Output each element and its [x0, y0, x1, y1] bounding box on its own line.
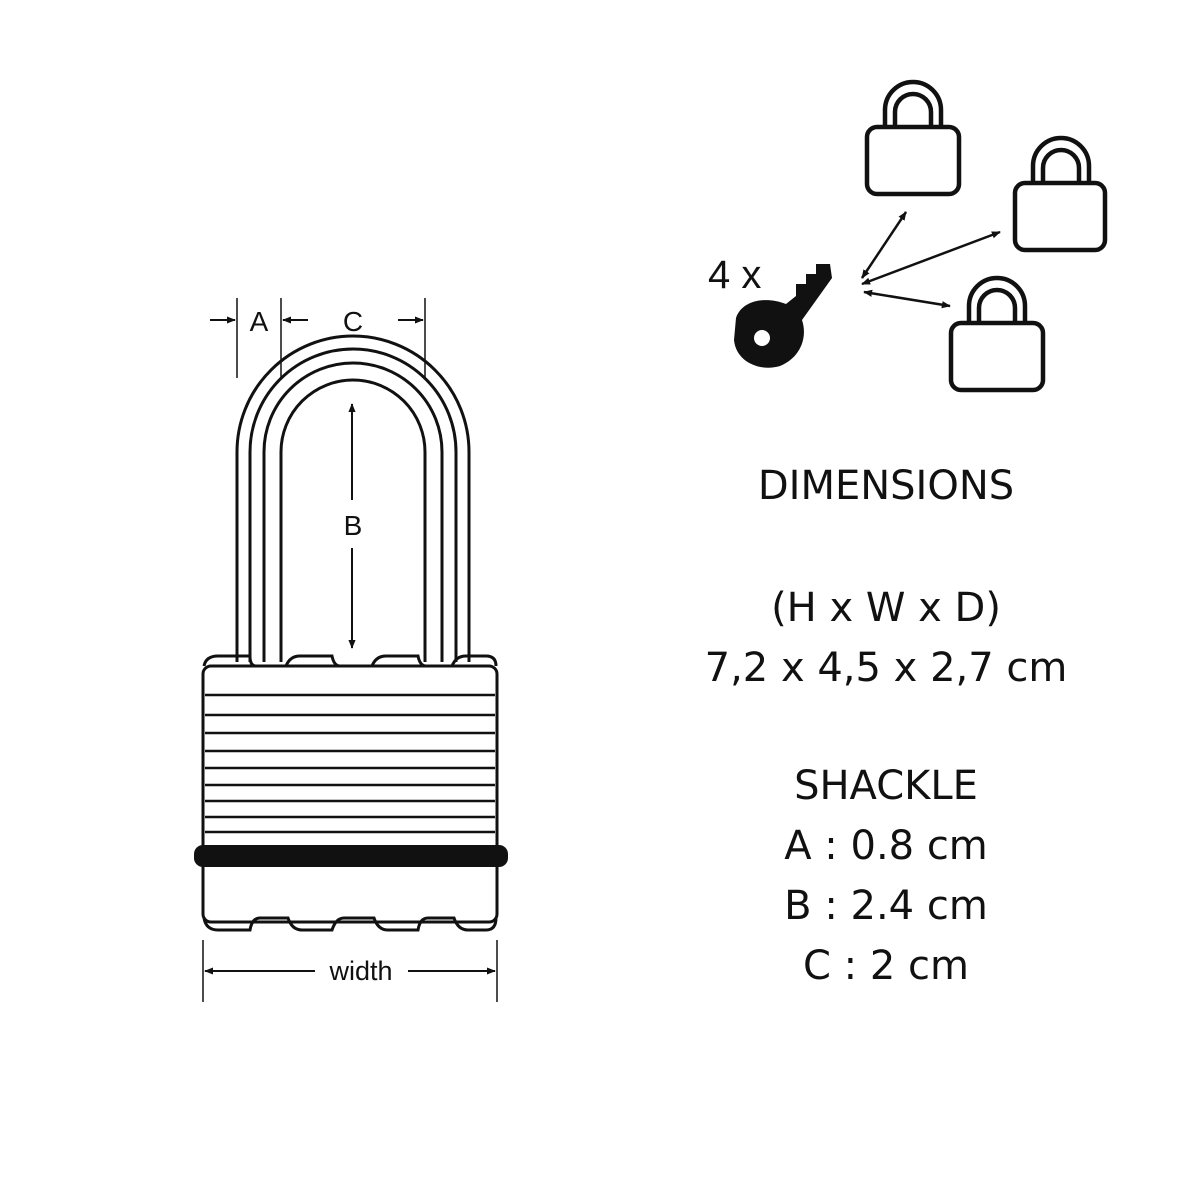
dimensions-axes: (H x W x D): [771, 585, 1001, 631]
key-count-label: 4 x: [708, 253, 761, 297]
dimensions-title: DIMENSIONS: [757, 463, 1015, 509]
body-bumper-band: [194, 845, 508, 867]
padlock-icon: [1012, 135, 1108, 253]
keyed-alike-graphic: 4 x: [708, 79, 1108, 393]
shackle-c-value: C : 2 cm: [803, 943, 969, 989]
dimension-width-label: width: [328, 956, 392, 986]
padlock-icon: [948, 275, 1046, 393]
dimension-b: B: [344, 403, 363, 649]
keyed-alike-arrows: [860, 211, 1001, 309]
dimension-b-label: B: [344, 510, 363, 541]
shackle-b-value: B : 2.4 cm: [784, 883, 988, 929]
dimension-width: width: [202, 940, 498, 1002]
dimension-c-label: C: [343, 306, 363, 337]
dimensions-value: 7,2 x 4,5 x 2,7 cm: [704, 645, 1068, 691]
body-outline: [201, 664, 499, 924]
dimensions-spec: DIMENSIONS: [686, 456, 1086, 516]
padlock-body: [194, 654, 508, 932]
shackle-spec: SHACKLE A : 0.8 cm B : 2.4 cm C : 2 cm: [686, 756, 1086, 996]
shackle-a-value: A : 0.8 cm: [784, 823, 988, 869]
dimensions-values: (H x W x D) 7,2 x 4,5 x 2,7 cm: [686, 578, 1086, 698]
dimension-a-c: A C: [210, 298, 426, 378]
shackle-title: SHACKLE: [794, 763, 978, 809]
padlock-icon: [864, 79, 962, 197]
dimension-a-label: A: [250, 306, 269, 337]
padlock-shackle: [235, 334, 471, 662]
body-laminations: [205, 693, 495, 834]
key-icon: [734, 264, 832, 368]
body-bottom-lip: [202, 916, 498, 932]
